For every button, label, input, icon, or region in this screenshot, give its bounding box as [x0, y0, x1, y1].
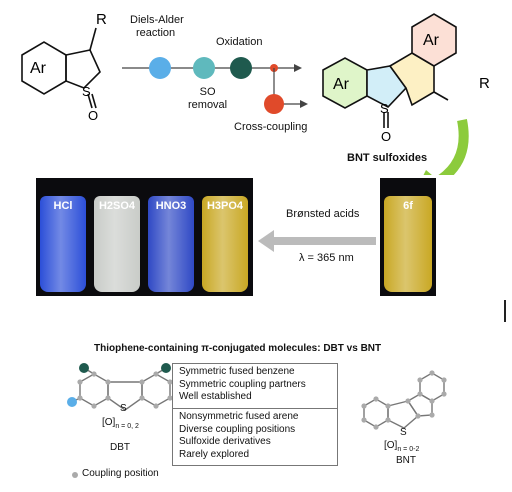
- comparison-title: Thiophene-containing π-conjugated molecu…: [94, 343, 382, 354]
- bnt-structure: [361, 370, 447, 430]
- bronsted-label: Brønsted acids: [286, 208, 360, 220]
- wavelength-label: λ = 365 nm: [299, 252, 354, 264]
- coupling-legend-dot: [72, 472, 78, 478]
- reactant-r-label: R: [96, 11, 107, 28]
- product-caption: BNT sulfoxides: [347, 152, 428, 164]
- step-dot-so-removal: [193, 57, 215, 79]
- vial-hno3: [148, 196, 194, 292]
- bnt-feature-4: Rarely explored: [179, 448, 250, 460]
- vial-label-6f: 6f: [403, 200, 413, 212]
- dbt-label: DBT: [110, 442, 130, 453]
- edge-mark: [504, 300, 506, 322]
- step-dot-oxidation: [230, 57, 252, 79]
- curved-arrow: [438, 119, 469, 175]
- vial-h2so4: [94, 196, 140, 292]
- vial-hcl: [40, 196, 86, 292]
- product-o-label: O: [381, 129, 391, 144]
- step-label-diels-alder: Diels-Alder reaction: [130, 14, 184, 39]
- reaction-scheme: Ar R S O Ar Ar R S O: [21, 11, 490, 175]
- reactant-s-label: S: [82, 84, 91, 99]
- vial-photo-single: 6f: [380, 178, 436, 296]
- product-s-label: S: [380, 101, 389, 116]
- bnt-label: BNT: [396, 455, 416, 466]
- dbt-s-label: S: [120, 403, 127, 414]
- bnt-feature-3: Sulfoxide derivatives: [179, 436, 271, 448]
- product-structure: [322, 13, 457, 128]
- product-ar-label-1: Ar: [333, 76, 350, 93]
- bnt-features-box: Nonsymmetric fused arene Diverse couplin…: [172, 408, 338, 466]
- dbt-features-box: Symmetric fused benzene Symmetric coupli…: [172, 363, 338, 409]
- vial-h3po4: [202, 196, 248, 292]
- coupling-dot-blue-left: [67, 397, 77, 407]
- vial-label-h2so4: H2SO4: [98, 200, 136, 212]
- bnt-feature-2: Diverse coupling positions: [179, 423, 296, 435]
- reactant-o-label: O: [88, 108, 98, 123]
- step-label-so-removal: SO removal: [188, 86, 228, 111]
- curved-arrowhead: [423, 170, 432, 175]
- coupling-dot-dark-left: [79, 363, 89, 373]
- step-dot-diels-alder: [149, 57, 171, 79]
- vial-photo-group: HCl H2SO4 HNO3 H3PO4: [36, 178, 253, 296]
- coupling-dot-dark-right: [161, 363, 171, 373]
- step-dot-cross-coupling: [264, 94, 284, 114]
- step-label-cross-coupling: Cross-coupling: [234, 121, 308, 133]
- branch-arrowhead: [300, 100, 308, 108]
- reaction-arrowhead: [294, 64, 302, 72]
- vial-label-hno3: HNO3: [155, 200, 187, 212]
- dbt-oxide-group: [O]n = 0, 2: [102, 417, 139, 430]
- bnt-s-label: S: [400, 427, 407, 438]
- dbt-feature-1: Symmetric fused benzene: [179, 366, 295, 377]
- vial-label-h3po4: H3PO4: [206, 200, 244, 212]
- bronsted-arrow: [258, 230, 376, 252]
- reactant-ar-label: Ar: [30, 60, 47, 77]
- vial-6f: [384, 196, 432, 292]
- reactant-structure: [21, 27, 101, 109]
- vial-label-hcl: HCl: [53, 200, 73, 212]
- bnt-oxide-group: [O]n = 0-2: [384, 440, 420, 453]
- step-label-oxidation: Oxidation: [216, 36, 263, 48]
- bnt-feature-1: Nonsymmetric fused arene: [179, 411, 299, 422]
- product-ar-label-2: Ar: [423, 32, 440, 49]
- dbt-feature-3: Well established: [179, 391, 252, 403]
- dbt-feature-2: Symmetric coupling partners: [179, 378, 306, 390]
- product-r-label: R: [479, 75, 490, 92]
- coupling-legend-label: Coupling position: [82, 468, 159, 479]
